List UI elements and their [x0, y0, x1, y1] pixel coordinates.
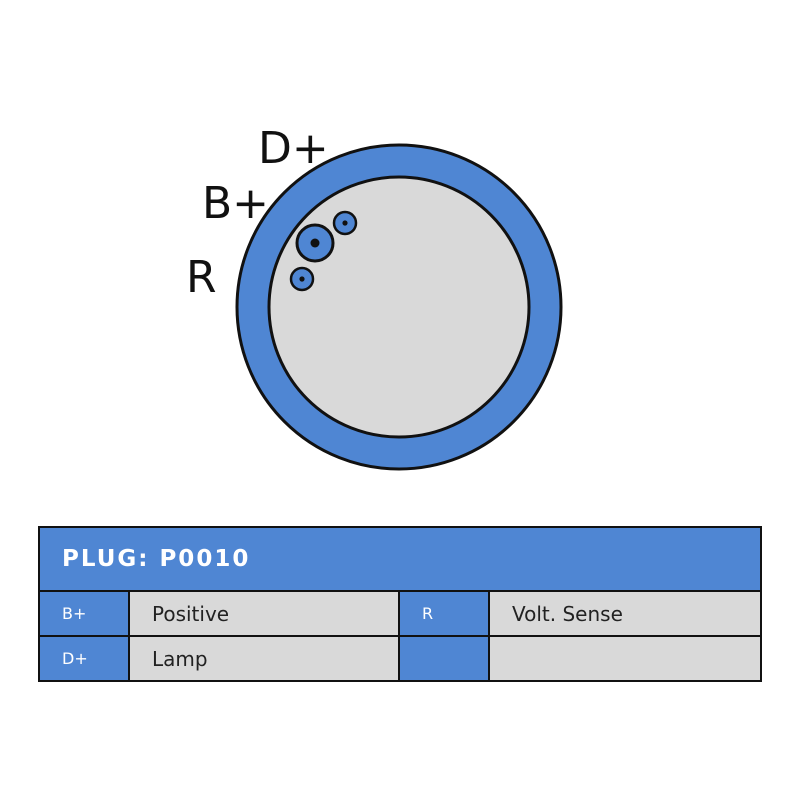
pin-description: Volt. Sense: [487, 590, 763, 637]
pin-r: [289, 266, 315, 292]
pin-description: [487, 635, 763, 682]
pin-code: D+: [38, 635, 130, 682]
pin-label-d-plus: D+: [258, 123, 329, 174]
pin-description: Lamp: [128, 635, 400, 682]
table-row: B+ Positive R Volt. Sense: [38, 590, 763, 637]
plug-face: [267, 175, 531, 439]
pin-b-plus: [295, 223, 335, 263]
pin-description: Positive: [128, 590, 400, 637]
pin-label-b-plus: B+: [202, 178, 269, 229]
pinout-table: PLUG: P0010 B+ Positive R Volt. Sense D+…: [37, 526, 763, 682]
table-row: D+ Lamp: [38, 635, 763, 682]
plug-diagram: D+ B+ R: [186, 123, 563, 471]
pin-d-plus: [332, 210, 358, 236]
pin-label-r: R: [186, 252, 217, 303]
pin-code: [398, 635, 490, 682]
table-header-row: PLUG: P0010: [37, 526, 763, 592]
pin-code: B+: [38, 590, 130, 637]
pin-code: R: [398, 590, 490, 637]
plug-title: PLUG: P0010: [37, 526, 763, 592]
